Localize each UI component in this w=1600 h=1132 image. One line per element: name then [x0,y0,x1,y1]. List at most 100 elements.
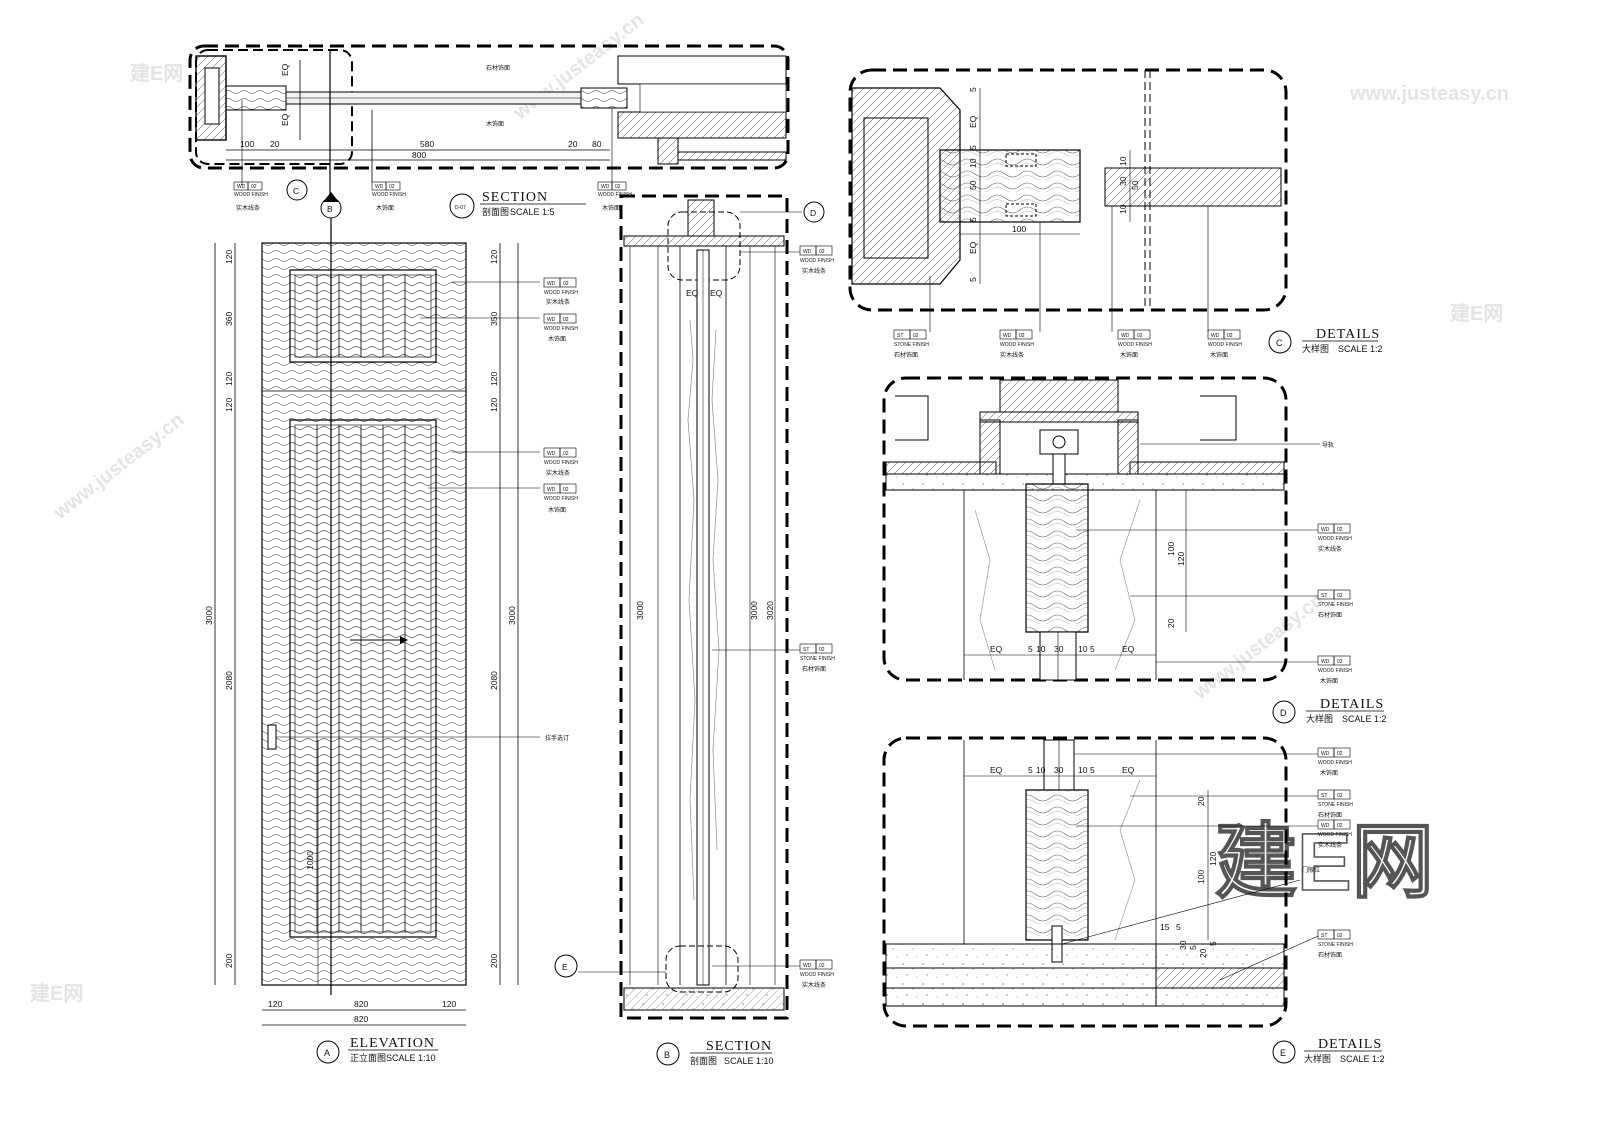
svg-text:WD: WD [1003,333,1012,339]
svg-text:02: 02 [1337,527,1343,533]
svg-text:大样图: 大样图 [1304,1053,1331,1064]
material-tag: WD 02 WOOD FINISH 实木线条 [740,245,834,275]
svg-text:正立面图: 正立面图 [350,1052,386,1063]
title-elevation-a: A ELEVATION 正立面图 SCALE 1:10 [316,1036,438,1064]
svg-text:WOOD FINISH: WOOD FINISH [544,290,578,296]
svg-text:WOOD FINISH: WOOD FINISH [598,192,632,198]
dim-label: 30 [1178,940,1188,950]
dim-label: 10 [1036,644,1046,654]
dim-label: 360 [224,312,234,326]
svg-text:02: 02 [251,184,257,190]
svg-text:实木线条: 实木线条 [1318,545,1342,553]
dim-label: 120 [1176,552,1186,566]
watermark-logo: 建E网 [130,61,183,85]
svg-text:实木线条: 实木线条 [1000,351,1024,359]
svg-text:02: 02 [819,963,825,969]
dim-label: 30 [1118,176,1128,186]
dim-label: 350 [489,312,499,326]
svg-text:石材饰面: 石材饰面 [1318,811,1342,819]
svg-text:WOOD FINISH: WOOD FINISH [800,258,834,264]
svg-text:E: E [1280,1048,1286,1058]
svg-text:WOOD FINISH: WOOD FINISH [544,326,578,332]
dim-label: 120 [224,398,234,412]
svg-text:木饰面: 木饰面 [1210,351,1228,359]
dim-label: 2080 [224,671,234,690]
dim-label: 5 [1090,644,1095,654]
dim-label: 30 [1054,644,1064,654]
svg-text:WOOD FINISH: WOOD FINISH [1318,760,1352,766]
dim-label: 5 [1028,644,1033,654]
material-tag: WD 02 WOOD FINISH 实木线条 [452,277,578,306]
dim-label: 2080 [489,671,499,690]
svg-text:D-07: D-07 [455,205,466,211]
dim-label: 5 [968,277,978,282]
svg-text:WOOD FINISH: WOOD FINISH [1208,342,1242,348]
watermark-logo: 建E网 [1450,301,1503,325]
svg-text:实木线条: 实木线条 [802,267,826,275]
svg-text:02: 02 [1337,593,1343,599]
svg-text:STONE FINISH: STONE FINISH [894,342,929,348]
svg-text:02: 02 [1019,333,1025,339]
svg-text:实木线条: 实木线条 [546,469,570,477]
svg-text:02: 02 [1337,751,1343,757]
dim-label: 100 [1012,224,1026,234]
dim-label: EQ [968,241,978,254]
dim-label: 10 [1078,644,1088,654]
dim-label: 1000 [305,851,315,870]
watermark-url: www.justeasy.cn [49,409,189,525]
svg-text:DETAILS: DETAILS [1320,697,1384,712]
svg-text:WD: WD [1321,823,1330,829]
svg-text:WD: WD [547,487,556,493]
dim-label: 80 [592,139,602,149]
dim-label: 20 [1198,948,1208,958]
svg-text:ST: ST [1321,793,1327,799]
svg-text:B: B [327,204,333,214]
svg-text:02: 02 [563,317,569,323]
svg-text:B: B [664,1050,670,1060]
dim-label: 10 [1118,204,1128,214]
svg-text:WOOD FINISH: WOOD FINISH [800,972,834,978]
svg-text:石材饰面: 石材饰面 [894,351,918,359]
svg-text:02: 02 [563,451,569,457]
svg-text:SCALE 1:2: SCALE 1:2 [1338,344,1383,354]
svg-text:WOOD FINISH: WOOD FINISH [372,192,406,198]
title-section-top: D-07 SECTION 剖面图 SCALE 1:5 [449,190,586,219]
dim-label: 100 [1166,542,1176,556]
svg-text:02: 02 [1337,823,1343,829]
dim-label: EQ [1122,644,1135,654]
svg-text:02: 02 [1137,333,1143,339]
svg-text:WD: WD [1121,333,1130,339]
dim-label: EQ [990,644,1003,654]
details-c: 5 EQ 5 10 50 5 EQ 5 10 30 50 10 100 ST 0… [848,68,1383,359]
material-tag: WD 02 WOOD FINISH 实木线条 [233,100,268,212]
svg-text:WD: WD [547,281,556,287]
material-tag: WD 02 WOOD FINISH 实木线条 [999,222,1041,359]
dim-label: 10 [968,158,978,168]
svg-text:02: 02 [563,281,569,287]
inner-label: 木饰面 [486,120,504,128]
svg-text:WD: WD [601,184,610,190]
handle-note: 拉手选订 [545,734,569,742]
svg-text:02: 02 [615,184,621,190]
material-tag: WD 02 WOOD FINISH 实木线条 [1076,819,1352,849]
svg-text:WD: WD [375,184,384,190]
limit-note: 门限位 [1302,866,1320,874]
svg-text:02: 02 [819,249,825,255]
dim-label: 120 [489,372,499,386]
svg-text:木饰面: 木饰面 [1320,677,1338,685]
details-e: EQ 5 10 30 10 5 EQ 20 100 120 15 5 30 5 … [882,736,1385,1064]
material-tag: WD 02 WOOD FINISH 木饰面 [597,108,632,212]
svg-text:木饰面: 木饰面 [602,204,620,212]
dim-label: 10 [1118,156,1128,166]
svg-text:02: 02 [389,184,395,190]
dim-label: 15 [1160,922,1170,932]
title-details-e: E DETAILS 大样图 SCALE 1:2 [1272,1037,1385,1064]
svg-text:02: 02 [1337,659,1343,665]
dim-label: 580 [420,139,434,149]
dim-label: 5 [1090,765,1095,775]
svg-text:SCALE 1:10: SCALE 1:10 [386,1053,436,1063]
dim-label: 20 [568,139,578,149]
watermark-url: www.justeasy.cn [1189,589,1329,705]
material-tag: ST 02 STONE FINISH 石材饰面 [1130,589,1353,619]
